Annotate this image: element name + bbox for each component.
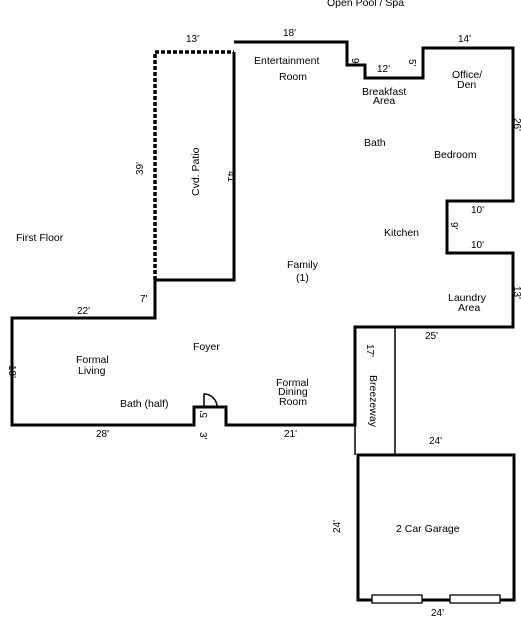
dim-seventeen: 17' (364, 344, 375, 357)
room-bath-label: Bath (364, 137, 386, 149)
room-formal-living-label-2: Living (78, 365, 106, 377)
pool-spa-note: Open Pool / Spa (327, 0, 404, 9)
room-formal-dining-label: Formal (276, 377, 309, 389)
dim-three: 3' (197, 432, 208, 440)
dim-patio-top: 13' (186, 34, 199, 45)
room-laundry-label-2: Area (458, 302, 480, 314)
dim-seven: 7' (140, 294, 148, 305)
dim-twentytwo: 22' (77, 306, 90, 317)
room-foyer-label: Foyer (193, 341, 220, 353)
garage-label: 2 Car Garage (396, 523, 460, 535)
dim-entertainment-top: 18' (283, 28, 296, 39)
dim-right-26: 26' (511, 118, 521, 131)
dim-five-a: 5' (406, 59, 417, 67)
half-bath-door (203, 393, 218, 408)
dim-ten-b: 10' (471, 240, 484, 251)
room-office-label: Office/ (452, 69, 482, 81)
dim-left-18: 18' (6, 365, 17, 378)
room-kitchen-label: Kitchen (384, 227, 419, 239)
room-half-bath-label: Bath (half) (120, 398, 168, 410)
house-outline (10, 40, 515, 427)
dim-twentyone: 21' (284, 429, 297, 440)
room-formal-living-label: Formal (76, 354, 109, 366)
room-formal-dining-label-3: Room (279, 396, 307, 408)
dim-right-13: 13' (511, 286, 521, 299)
garage-door-left (371, 594, 423, 604)
room-formal-dining-label-2: Dining (278, 386, 308, 398)
covered-patio (153, 50, 236, 282)
dim-patio-right: 41' (225, 171, 236, 184)
dim-garage-left: 24' (332, 520, 343, 533)
garage-door-right (449, 594, 501, 604)
room-breakfast-label-2: Area (373, 95, 395, 107)
patio-label: Cvd. Patio (190, 147, 202, 196)
dim-nine-b: 9' (448, 222, 459, 230)
room-breakfast-label: Breakfast (362, 86, 406, 98)
dim-twelve: 12' (377, 64, 390, 75)
first-floor-label: First Floor (16, 232, 64, 244)
room-family-label: Family (287, 259, 319, 271)
room-bedroom-label: Bedroom (434, 149, 477, 161)
dim-patio-left: 39' (135, 162, 146, 175)
room-laundry-label: Laundry (448, 292, 487, 304)
room-office-label-2: Den (457, 79, 476, 91)
room-entertainment-label: Entertainment (254, 55, 319, 67)
dim-twentyeight: 28' (96, 429, 109, 440)
dim-five-b: 5' (199, 410, 210, 418)
room-entertainment-label-2: Room (279, 71, 307, 83)
dim-office-top: 14' (458, 34, 471, 45)
garage (356, 453, 516, 604)
dim-ten-a: 10' (471, 205, 484, 216)
breezeway (354, 327, 396, 455)
dim-garage-bottom: 24' (431, 608, 444, 617)
dim-nine-a: 9' (349, 58, 360, 66)
dim-twentyfive: 25' (425, 331, 438, 342)
room-family-label-2: (1) (296, 272, 309, 284)
dim-garage-top: 24' (429, 436, 442, 447)
breezeway-label: Breezeway (367, 375, 379, 428)
